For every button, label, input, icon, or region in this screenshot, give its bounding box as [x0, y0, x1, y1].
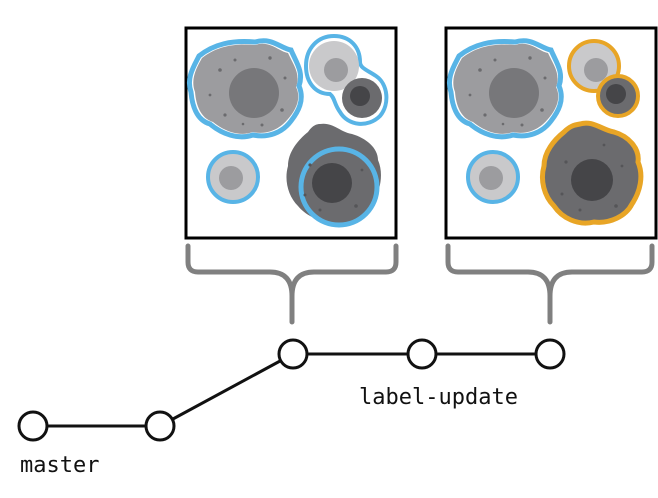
commit-node	[144, 410, 176, 442]
image-panel-before	[184, 26, 398, 240]
commit-graph	[17, 338, 566, 442]
commit-node	[17, 410, 49, 442]
cell-outline	[186, 38, 304, 140]
cell-nucleus	[584, 58, 608, 82]
cell-pair-outline	[303, 33, 389, 126]
cell-nucleus	[350, 86, 370, 106]
cell-nucleus	[229, 68, 279, 118]
branch-label-master: master	[20, 453, 99, 478]
cell-nucleus	[606, 84, 626, 104]
image-panel-after	[444, 26, 658, 240]
cell-nucleus	[479, 166, 503, 190]
bracket-before	[185, 243, 399, 325]
cell-nucleus	[489, 68, 539, 118]
cell-nucleus	[219, 166, 243, 190]
cell-nucleus	[571, 159, 613, 201]
commit-node	[277, 338, 309, 370]
cell-nucleus	[312, 163, 352, 203]
commit-node	[406, 338, 438, 370]
cell-nucleus	[324, 58, 348, 82]
cell-outline	[446, 38, 564, 140]
bracket-after	[445, 243, 655, 325]
history-edge	[159, 352, 294, 428]
commit-node	[534, 338, 566, 370]
branch-label-label-update: label-update	[359, 385, 518, 410]
